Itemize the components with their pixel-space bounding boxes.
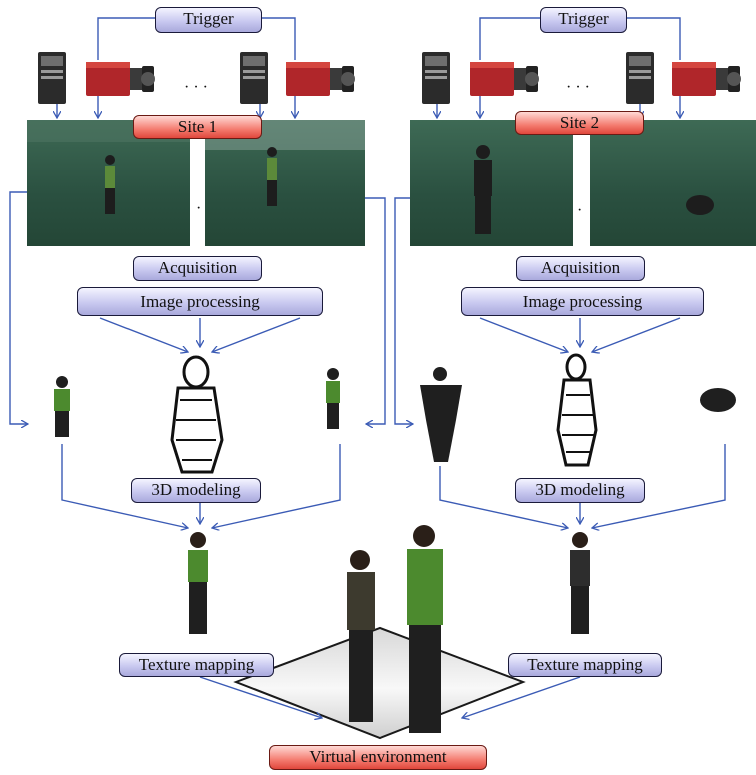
silhouette-figure (54, 376, 70, 437)
ellipsis: · · · (184, 79, 208, 96)
pc-tower-icon (422, 52, 450, 104)
acquisition-label-site2: Acquisition (516, 256, 645, 281)
virtual-environment-label: Virtual environment (269, 745, 487, 770)
captured-frame (410, 120, 573, 246)
camera-icon (470, 62, 539, 96)
svg-text:·: · (196, 200, 201, 217)
camera-icon (286, 62, 355, 96)
textured-avatar (188, 532, 208, 634)
3d-modeling-label-site2: 3D modeling (515, 478, 645, 503)
modeling-arrows-site2 (439, 444, 726, 528)
silhouette-figure (420, 367, 462, 462)
virtual-floor (233, 626, 526, 740)
site-2-label: Site 2 (515, 111, 644, 135)
virtual-avatar (347, 550, 375, 722)
camera-icon (672, 62, 741, 96)
processing-arrows-site2 (394, 197, 681, 424)
texture-mapping-label-site1: Texture mapping (119, 653, 274, 677)
acquisition-label-site1: Acquisition (133, 256, 262, 281)
texture-arrow (199, 676, 322, 718)
trigger-label-site2: Trigger (540, 7, 627, 33)
silhouette-figure (326, 368, 340, 429)
mesh-model (170, 355, 224, 474)
textured-avatar (570, 532, 590, 634)
mesh-model (556, 353, 598, 467)
3d-modeling-label-site1: 3D modeling (131, 478, 261, 503)
image-processing-label-site2: Image processing (461, 287, 704, 316)
site-1-label: Site 1 (133, 115, 262, 139)
silhouette-figure (700, 388, 736, 412)
camera-icon (86, 62, 155, 96)
ellipsis: · · · (566, 79, 590, 96)
captured-frame (27, 120, 190, 246)
virtual-avatar (407, 525, 443, 733)
pc-tower-icon (240, 52, 268, 104)
trigger-label-site1: Trigger (155, 7, 262, 33)
texture-arrow (462, 676, 581, 718)
modeling-arrows-site1 (61, 444, 341, 528)
captured-frame (590, 120, 756, 246)
processing-arrows-site1 (9, 191, 386, 424)
pc-tower-icon (626, 52, 654, 104)
svg-text:·: · (577, 202, 582, 219)
texture-mapping-label-site2: Texture mapping (508, 653, 662, 677)
pc-tower-icon (38, 52, 66, 104)
image-processing-label-site1: Image processing (77, 287, 323, 316)
